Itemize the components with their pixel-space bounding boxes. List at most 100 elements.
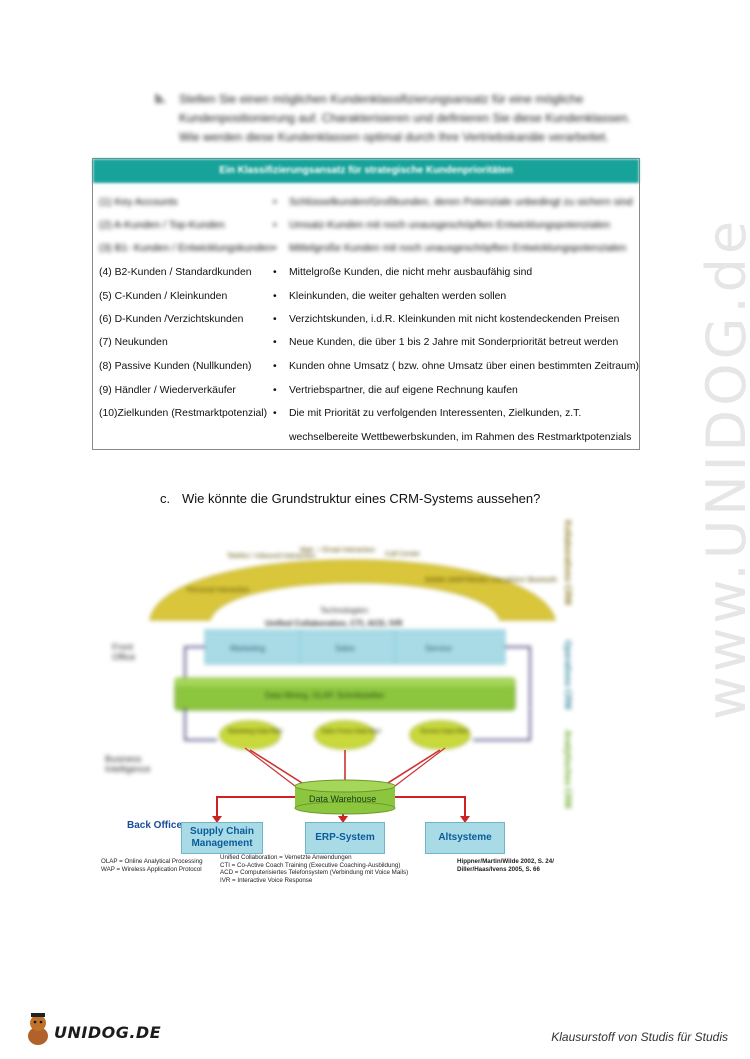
side-label: Analytisches CRM <box>563 730 573 809</box>
operative-box-bg <box>204 629 506 665</box>
front-office-label: Front Office <box>112 642 136 662</box>
data-mart <box>219 720 281 750</box>
task-b: b. Stellen Sie einen möglichen Kundenkla… <box>155 90 635 147</box>
row-description: Umsatz-Kunden mit noch unausgeschöpften … <box>289 220 611 231</box>
unidog-logo <box>28 1013 48 1045</box>
row-class: (5) C-Kunden / Kleinkunden <box>99 291 228 302</box>
source-line: Diller/Haas/Ivens 2005, S. 66 <box>457 865 540 873</box>
table-row: (10)Zielkunden (Restmarktpotenzial) • Di… <box>93 404 639 427</box>
data-mart-label: Sales Force Data Mart <box>321 729 381 735</box>
arch-item: Call Center <box>385 551 421 558</box>
operative-box: Service <box>425 644 452 653</box>
task-c-text: Wie könnte die Grundstruktur eines CRM-S… <box>182 491 541 506</box>
bullet: • <box>273 220 277 231</box>
data-warehouse-bottom <box>294 801 396 815</box>
row-description: wechselbereite Wettbewerbskunden, im Rah… <box>289 432 632 443</box>
source-line: Hippner/Martin/Wilde 2002, S. 24/ <box>457 858 554 865</box>
bullet: • <box>273 385 277 396</box>
dog-eye <box>39 1020 43 1024</box>
arrow-head <box>460 816 470 823</box>
arrow <box>505 646 531 708</box>
table-row: (5) C-Kunden / Kleinkunden • Kleinkunden… <box>93 287 639 310</box>
legend-line: OLAP = Online Analytical Processing <box>101 858 203 865</box>
side-label: Operatives CRM <box>563 640 573 710</box>
data-mart-label: Service Data Mart <box>420 729 468 735</box>
table-row: (8) Passive Kunden (Nullkunden) • Kunden… <box>93 357 639 380</box>
row-class: (2) A-Kunden / Top-Kunden <box>99 220 225 231</box>
arrow <box>249 749 311 789</box>
arrow <box>395 796 466 818</box>
bullet: • <box>273 197 277 208</box>
row-description: Verzichtskunden, i.d.R. Kleinkunden mit … <box>289 314 620 325</box>
technologies-title: Technologien: <box>320 606 369 615</box>
task-b-text: Stellen Sie einen möglichen Kundenklassi… <box>179 92 631 144</box>
table-row: (3) B1- Kunden / Entwicklungskunden • Mi… <box>93 239 639 262</box>
dog-head <box>30 1015 46 1031</box>
data-marts: Marketing Data Mart Sales Force Data Mar… <box>184 708 531 750</box>
bullet: • <box>273 408 277 419</box>
table-row: (9) Händler / Wiederverkäufer • Vertrieb… <box>93 381 639 404</box>
table-row: (7) Neukunden • Neue Kunden, die über 1 … <box>93 333 639 356</box>
row-class: (1) Key Accounts <box>99 197 178 208</box>
bullet: • <box>273 337 277 348</box>
row-class: (4) B2-Kunden / Standardkunden <box>99 267 252 278</box>
logo-text: UNIDOG.DE <box>54 1023 162 1042</box>
legend-line: ACD = Computerisiertes Telefonsystem (Ve… <box>220 869 409 876</box>
task-c-marker: c. <box>160 491 171 506</box>
row-description: Kunden ohne Umsatz ( bzw. ohne Umsatz üb… <box>289 361 639 372</box>
data-mart <box>409 720 471 750</box>
data-mining-label: Data Mining, OLAP, Schnittstellen <box>265 691 384 700</box>
system-box: Supply Chain Management <box>181 822 263 854</box>
watermark: www.UNIDOG.de <box>695 216 750 720</box>
operative-boxes: Marketing Sales Service <box>184 629 531 708</box>
dog-cap <box>31 1013 45 1017</box>
back-office-label: Back Office <box>127 820 183 831</box>
task-c: c. Wie könnte die Grundstruktur eines CRM… <box>160 491 540 506</box>
crm-diagram-svg: Personal Interaction Telefon / Inbound I… <box>149 547 557 823</box>
data-mart <box>314 720 376 750</box>
legend-line: Unified Collaboration = Vernetzte Anwend… <box>220 854 352 861</box>
legend-mid: Unified Collaboration = Vernetzte Anwend… <box>220 854 408 884</box>
row-class: (6) D-Kunden /Verzichtskunden <box>99 314 244 325</box>
side-label: Kollaboratives CRM <box>563 520 573 606</box>
arrow <box>184 708 217 741</box>
dog-eye <box>33 1020 37 1024</box>
row-description: Mittelgroße Kunden, die nicht mehr ausba… <box>289 267 533 278</box>
classification-table: Ein Klassifizierungsansatz für strategis… <box>92 158 640 450</box>
table-row: (1) Key Accounts • Schlüsselkunden/Großk… <box>93 193 639 216</box>
bullet: • <box>273 314 277 325</box>
legend-line: CTI = Co-Active Coach Training (Executiv… <box>220 861 401 869</box>
arrow-head <box>212 816 222 823</box>
collaborative-arch: Personal Interaction Telefon / Inbound I… <box>149 547 557 628</box>
table-row: (6) D-Kunden /Verzichtskunden • Verzicht… <box>93 310 639 333</box>
bullet: • <box>273 291 277 302</box>
row-class: (9) Händler / Wiederverkäufer <box>99 385 236 396</box>
table-header: Ein Klassifizierungsansatz für strategis… <box>93 159 639 183</box>
data-warehouse-label: Data Warehouse <box>309 794 376 804</box>
sources: Hippner/Martin/Wilde 2002, S. 24/ Diller… <box>457 858 554 873</box>
row-description: Schlüsselkunden/Großkunden, deren Potenz… <box>289 197 633 208</box>
arrow-head <box>338 816 348 823</box>
row-class: (3) B1- Kunden / Entwicklungskunden <box>99 243 273 254</box>
table-row: (4) B2-Kunden / Standardkunden • Mittelg… <box>93 263 639 286</box>
row-description: Vertriebspartner, die auf eigene Rechnun… <box>289 385 518 396</box>
task-b-marker: b. <box>155 92 166 106</box>
bullet: • <box>273 361 277 372</box>
arch-shape <box>149 559 556 621</box>
table-row-continuation: wechselbereite Wettbewerbskunden, im Rah… <box>93 428 639 451</box>
arrow <box>216 796 295 818</box>
row-description: Kleinkunden, die weiter gehalten werden … <box>289 291 507 302</box>
legend-line: WAP = Wireless Application Protocol <box>101 865 202 873</box>
data-mining-highlight <box>175 678 515 686</box>
data-mining-bar: Data Mining, OLAP, Schnittstellen <box>174 677 516 711</box>
system-box: Altsysteme <box>425 822 505 854</box>
arch-item: Mail - / Email Interaction <box>300 547 375 554</box>
business-intelligence-label: Business Intelligence <box>105 754 151 774</box>
bullet: • <box>273 267 277 278</box>
arrow <box>244 747 296 787</box>
crm-diagram: Personal Interaction Telefon / Inbound I… <box>95 520 615 884</box>
arch-item: Mobile (WAP/iMode) Interaktion/ Bluetoot… <box>425 577 557 584</box>
arch-item: Telefon / Inbound Interaction <box>227 553 315 560</box>
legend-line: IVR = Interactive Voice Response <box>220 876 313 884</box>
arrow <box>379 749 441 789</box>
